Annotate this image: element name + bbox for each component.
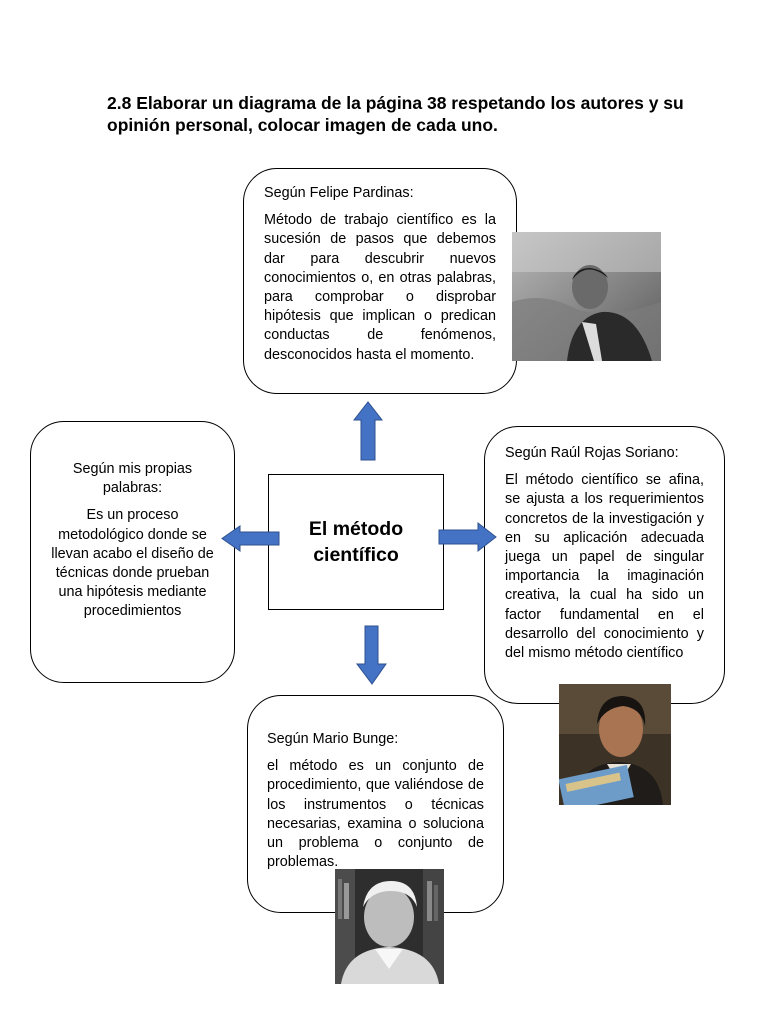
arrow-left-icon [222,526,279,551]
arrow-right-icon [439,523,496,551]
bunge-photo [335,869,444,984]
rojas-soriano-photo [559,684,671,805]
arrow-down-icon [357,626,386,684]
pardinas-photo [512,232,661,361]
arrow-up-icon [354,402,382,460]
